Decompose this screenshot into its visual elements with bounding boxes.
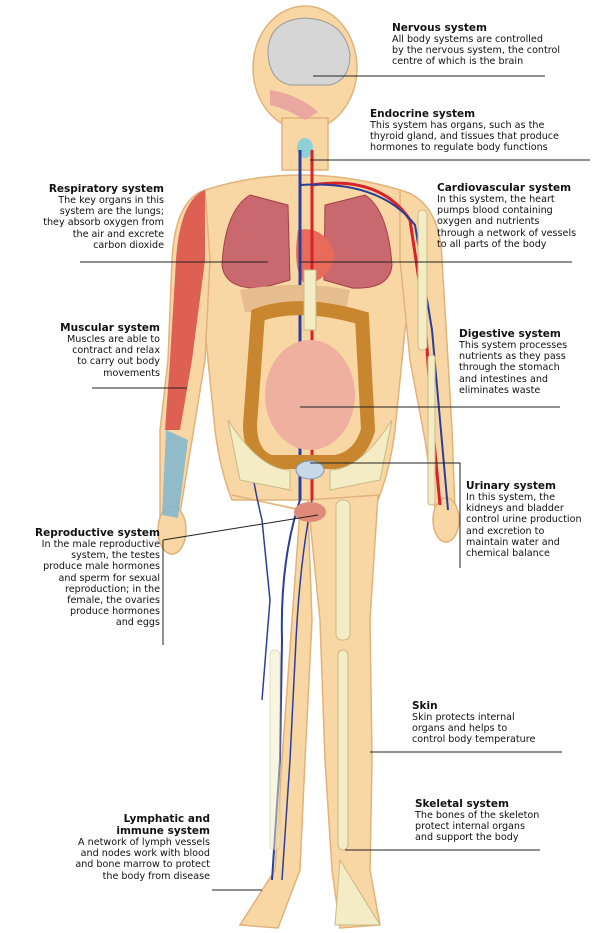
label-skin: Skin Skin protects internal organs and h… xyxy=(412,700,535,746)
label-respiratory-system: Respiratory system The key organs in thi… xyxy=(14,183,164,251)
label-title: Skin xyxy=(412,700,535,712)
label-description: Skin protects internal organs and helps … xyxy=(412,712,535,746)
label-reproductive-system: Reproductive system In the male reproduc… xyxy=(4,527,160,629)
label-title: Muscular system xyxy=(20,322,160,334)
label-title: Cardiovascular system xyxy=(437,182,576,194)
label-digestive-system: Digestive system This system processes n… xyxy=(459,328,567,396)
label-nervous-system: Nervous system All body systems are cont… xyxy=(392,22,560,68)
label-title: Respiratory system xyxy=(14,183,164,195)
label-skeletal-system: Skeletal system The bones of the skeleto… xyxy=(415,798,539,844)
testes xyxy=(294,502,326,522)
label-title: Skeletal system xyxy=(415,798,539,810)
small-intestine xyxy=(265,340,355,450)
label-lymphatic-immune-system: Lymphatic and immune system A network of… xyxy=(40,813,210,882)
bladder xyxy=(296,461,324,479)
label-description: All body systems are controlled by the n… xyxy=(392,34,560,68)
spine xyxy=(304,270,316,330)
label-description: The key organs in this system are the lu… xyxy=(14,195,164,251)
label-title: Digestive system xyxy=(459,328,567,340)
label-title: Endocrine system xyxy=(370,108,559,120)
label-urinary-system: Urinary system In this system, the kidne… xyxy=(466,480,582,559)
label-description: This system processes nutrients as they … xyxy=(459,340,567,396)
label-muscular-system: Muscular system Muscles are able to cont… xyxy=(20,322,160,379)
label-description: The bones of the skeleton protect intern… xyxy=(415,810,539,844)
label-description: In this system, the kidneys and bladder … xyxy=(466,492,582,559)
label-description: Muscles are able to contract and relax t… xyxy=(20,334,160,379)
label-title: Nervous system xyxy=(392,22,560,34)
label-description: In this system, the heart pumps blood co… xyxy=(437,194,576,250)
label-title: Urinary system xyxy=(466,480,582,492)
label-title: Reproductive system xyxy=(4,527,160,539)
label-description: A network of lymph vessels and nodes wor… xyxy=(40,837,210,882)
label-title: Lymphatic and immune system xyxy=(40,813,210,837)
label-description: This system has organs, such as the thyr… xyxy=(370,120,559,154)
label-endocrine-system: Endocrine system This system has organs,… xyxy=(370,108,559,154)
label-description: In the male reproductive system, the tes… xyxy=(4,539,160,629)
label-cardiovascular-system: Cardiovascular system In this system, th… xyxy=(437,182,576,250)
